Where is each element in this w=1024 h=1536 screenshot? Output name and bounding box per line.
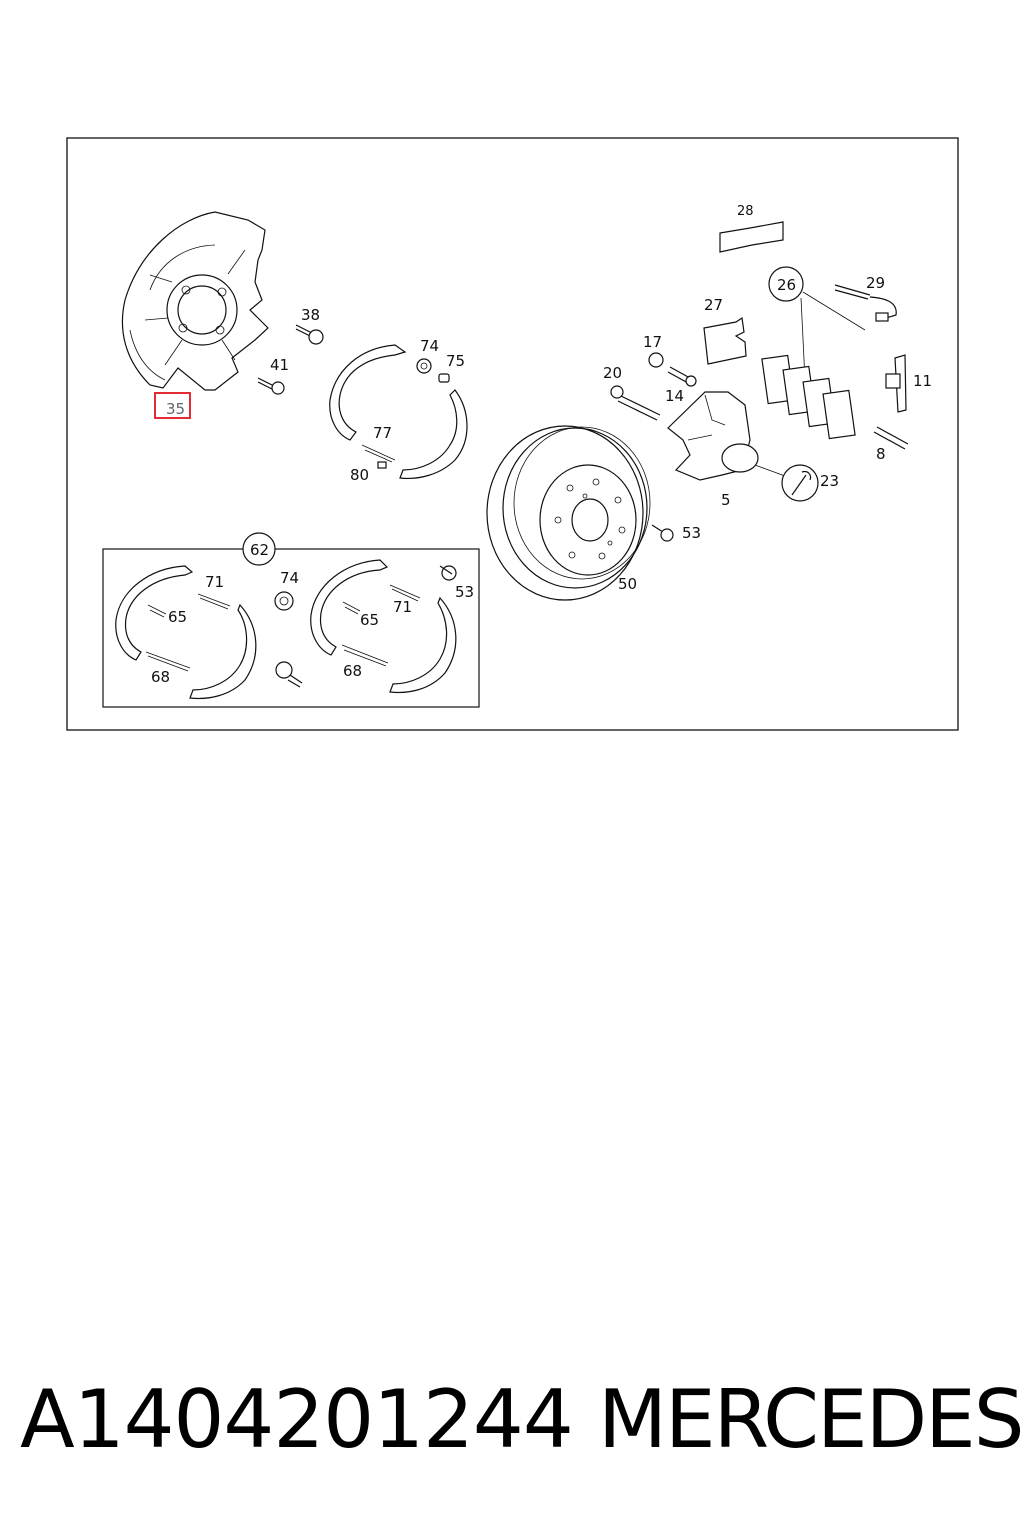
kit-62-frame — [102, 548, 480, 708]
label-5: 5 — [721, 491, 731, 509]
highlight-box-35[interactable] — [154, 392, 191, 419]
label-17: 17 — [643, 333, 662, 351]
label-50: 50 — [618, 575, 637, 593]
bleed-screw-14[interactable] — [667, 366, 697, 387]
label-26-circle — [768, 266, 804, 302]
label-26: 26 — [777, 276, 796, 294]
label-23: 23 — [820, 472, 839, 490]
pad-plate-28[interactable] — [719, 221, 784, 253]
label-62-circle — [242, 532, 276, 566]
part-number: A1404201244 — [20, 1373, 574, 1466]
kit-shoes-right[interactable] — [310, 559, 457, 694]
label-35: 35 — [166, 400, 185, 418]
backing-plate[interactable] — [121, 211, 269, 391]
bolt-41[interactable] — [257, 377, 285, 395]
label-20: 20 — [603, 364, 622, 382]
label-68-right: 68 — [343, 662, 362, 680]
label-27: 27 — [704, 296, 723, 314]
kit-spring-65-left[interactable] — [147, 604, 167, 618]
label-41: 41 — [270, 356, 289, 374]
spring-clip-11[interactable] — [885, 354, 907, 413]
label-80: 80 — [350, 466, 369, 484]
label-53-kit: 53 — [455, 583, 474, 601]
brand-name: MERCEDES — [598, 1373, 1024, 1466]
label-29: 29 — [866, 274, 885, 292]
kit-bolt[interactable] — [275, 661, 303, 688]
sleeve-75[interactable] — [438, 373, 450, 383]
label-11: 11 — [913, 372, 932, 390]
caliper-bolt-20[interactable] — [610, 385, 661, 421]
parking-brake-shoes[interactable] — [329, 344, 468, 480]
label-65-right: 65 — [360, 611, 379, 629]
kit-spring-71-left[interactable] — [197, 593, 231, 610]
label-38: 38 — [301, 306, 320, 324]
label-53: 53 — [682, 524, 701, 542]
adjuster-nut-74[interactable] — [416, 358, 432, 374]
kit-spring-65-right[interactable] — [342, 601, 361, 615]
label-71-left: 71 — [205, 573, 224, 591]
kit-spring-71-right[interactable] — [389, 584, 421, 602]
diagram-frame — [66, 137, 959, 731]
wear-sensor-29[interactable] — [834, 284, 897, 322]
guide-pin-8[interactable] — [873, 426, 909, 450]
brake-caliper-5[interactable] — [667, 391, 759, 481]
brake-pads[interactable] — [761, 354, 856, 440]
bolt-53[interactable] — [651, 524, 674, 542]
bolt-38[interactable] — [295, 324, 324, 345]
footer: A1404201244 MERCEDES — [0, 1370, 1024, 1470]
kit-shoes-left[interactable] — [115, 565, 257, 700]
kit-adjuster-74[interactable] — [274, 591, 294, 611]
brake-parts-diagram: 35 38 41 74 75 77 80 — [66, 137, 959, 731]
label-65-left: 65 — [168, 608, 187, 626]
label-77: 77 — [373, 424, 392, 442]
tool-icon-23[interactable] — [781, 464, 819, 502]
kit-bolt-53[interactable] — [439, 565, 457, 581]
label-71-right: 71 — [393, 598, 412, 616]
bushing-17[interactable] — [648, 352, 664, 368]
label-68-left: 68 — [151, 668, 170, 686]
brake-disc[interactable] — [486, 425, 651, 601]
label-75: 75 — [446, 352, 465, 370]
shim-27[interactable] — [703, 316, 747, 365]
kit-spring-68-left[interactable] — [145, 651, 191, 672]
label-14: 14 — [665, 387, 684, 405]
label-74: 74 — [420, 337, 439, 355]
label-62: 62 — [250, 541, 269, 559]
kit-spring-68-right[interactable] — [341, 644, 389, 667]
label-74-kit: 74 — [280, 569, 299, 587]
spring-77[interactable] — [361, 444, 396, 469]
label-8: 8 — [876, 445, 886, 463]
label-28: 28 — [737, 204, 754, 219]
